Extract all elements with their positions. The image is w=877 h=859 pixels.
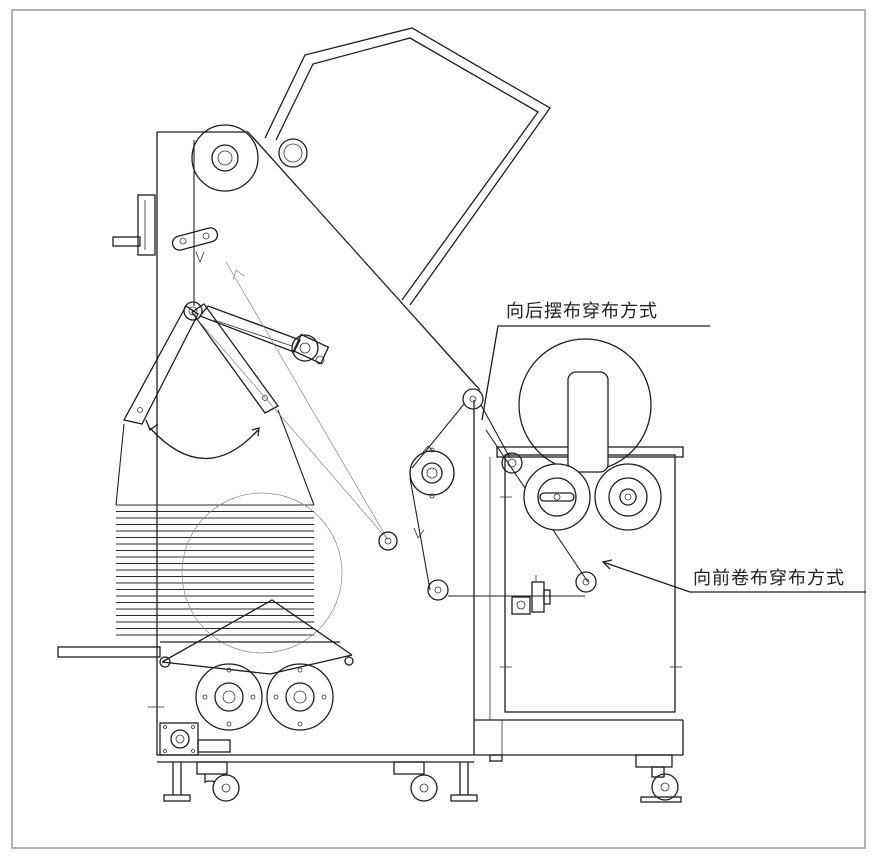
upper-corner-roller — [462, 388, 484, 410]
cabinet-roller-left — [523, 463, 591, 531]
label-front-roll-threading: 向前卷布穿布方式 — [693, 568, 845, 589]
front-fabric-roll — [518, 338, 652, 473]
image-frame — [11, 9, 866, 849]
slotted-guide — [171, 227, 219, 251]
leader-front — [601, 559, 866, 593]
platform-table — [57, 641, 340, 658]
caster-wheel-1 — [196, 761, 240, 802]
bottom-roller-left — [195, 663, 263, 731]
leveling-foot-2 — [450, 762, 478, 802]
crank-handle — [112, 194, 156, 256]
lower-guide-roller — [427, 579, 449, 601]
caster-wheel-3 — [635, 754, 682, 803]
label-rear-swing-threading: 向后摆布穿布方式 — [506, 301, 658, 322]
fabric-stack — [116, 504, 314, 636]
cabinet-guide-roller — [501, 452, 523, 474]
middle-guide-roller — [378, 531, 398, 551]
fabric-path-rear — [115, 140, 389, 541]
caster-wheel-2 — [393, 761, 438, 802]
leveling-foot-1 — [163, 762, 191, 802]
fabric-tent-guide — [159, 599, 354, 675]
reference-marks — [148, 496, 682, 708]
sensor-bracket — [511, 575, 551, 615]
fabric-roll-outline — [181, 492, 343, 654]
top-guide-roller — [191, 124, 259, 192]
open-lid — [264, 27, 551, 306]
leader-rear — [481, 325, 710, 421]
bottom-roller-right — [266, 663, 334, 731]
tension-roller — [409, 447, 455, 499]
swing-arm-assembly — [123, 301, 330, 460]
main-machine-body — [156, 131, 481, 763]
motor-box — [159, 722, 231, 756]
cabinet-roller-right — [594, 463, 662, 531]
cabinet-lower-roller — [575, 571, 597, 593]
